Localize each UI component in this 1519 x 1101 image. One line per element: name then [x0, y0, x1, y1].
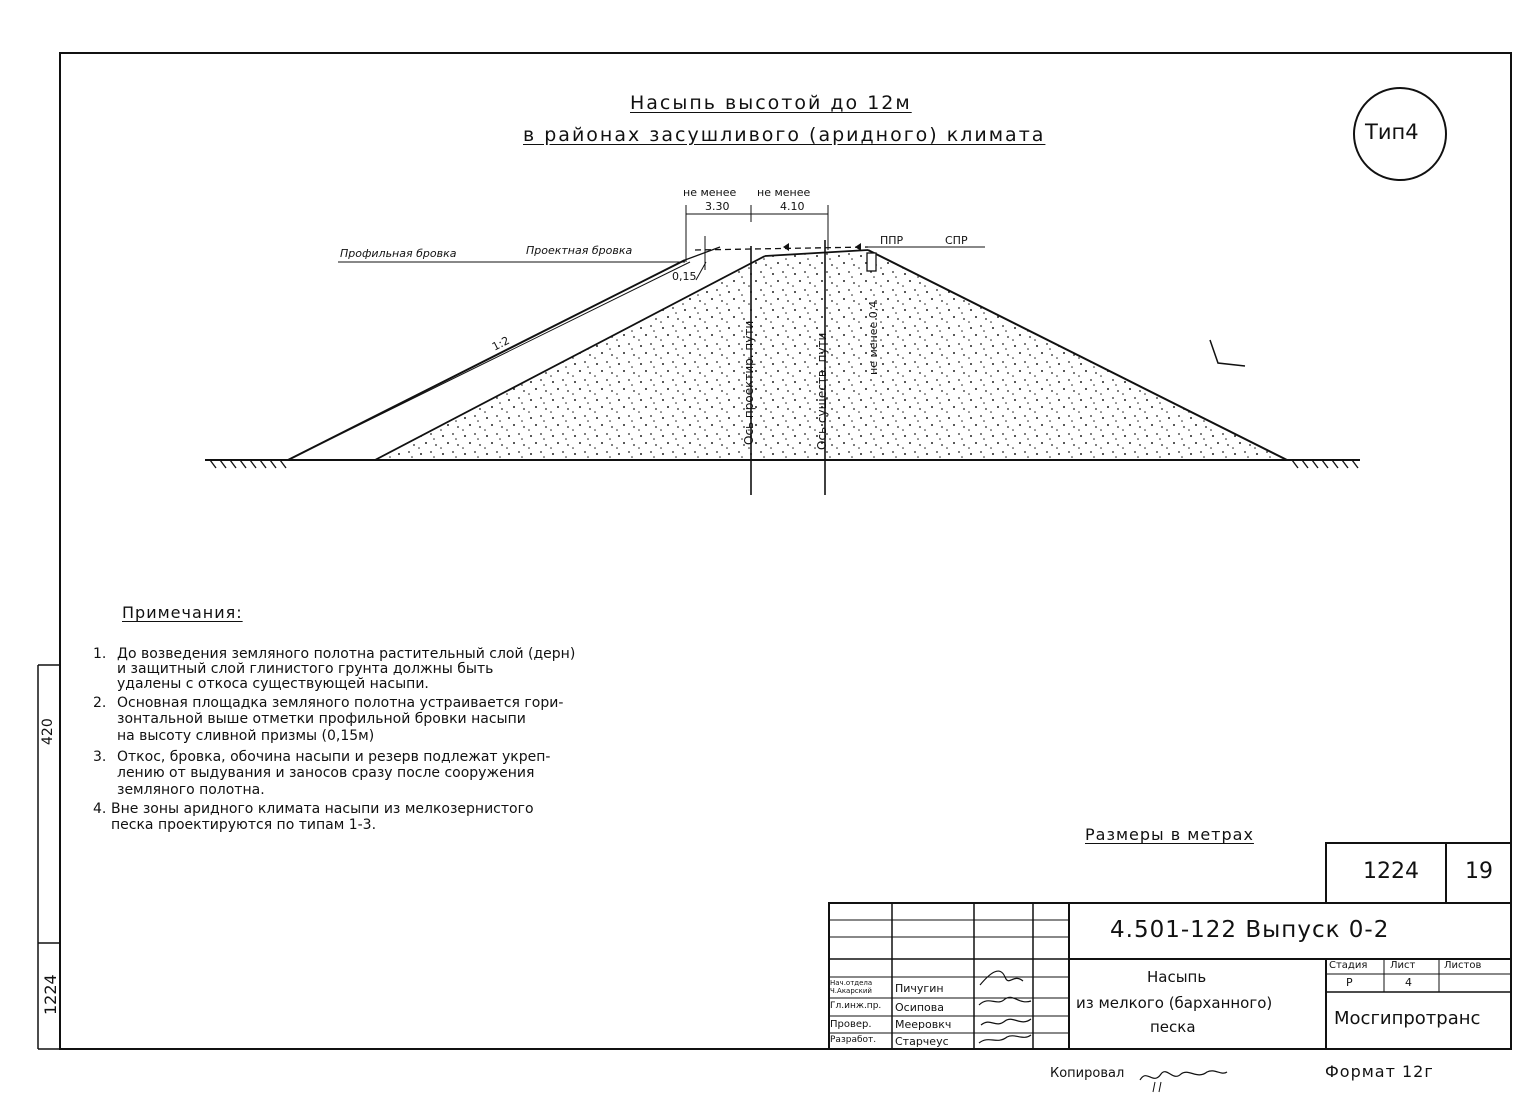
note-item: 4. Вне зоны аридного климата насыпи из м… [93, 801, 534, 833]
role-2: Гл.инж.пр. [830, 1001, 882, 1011]
copied-by-label: Копировал [1050, 1066, 1125, 1081]
type-badge: Тип4 [1365, 120, 1419, 144]
drawing-name-3: песка [1150, 1018, 1196, 1036]
copier-signature [1139, 1070, 1228, 1093]
title-line-1: Насыпь высотой до 12м [630, 92, 912, 114]
side-stamp-top: 420 [40, 718, 56, 745]
role-1: Нач.отдела Ч.Акарский [830, 979, 873, 995]
sheets-label: Листов [1444, 960, 1482, 971]
hand-mark [1209, 339, 1246, 367]
units-note: Размеры в метрах [1085, 825, 1254, 844]
title-block [828, 842, 1512, 1050]
sheet-value: 4 [1405, 976, 1412, 989]
sheet-label: Лист [1390, 960, 1416, 971]
dim-label-2: не менее [757, 186, 811, 199]
document-code: 4.501-122 Выпуск 0-2 [1110, 917, 1390, 943]
format-label: Формат 12г [1325, 1062, 1434, 1081]
sheet-number: 19 [1465, 859, 1493, 884]
name-1: Пичугин [895, 982, 944, 995]
role-4: Разработ. [830, 1035, 877, 1045]
min-04-label: не менее 0,4 [867, 300, 880, 375]
signatures [978, 970, 1032, 1044]
inventory-number: 1224 [1363, 859, 1419, 884]
dim-label-1: не менее [683, 186, 737, 199]
note-item: 3. Откос, бровка, обочина насыпи и резер… [93, 749, 551, 798]
notes-heading: Примечания: [122, 603, 243, 622]
name-2: Осипова [895, 1001, 945, 1014]
spr-label: СПР [945, 234, 968, 247]
dim-value-2: 4.10 [780, 200, 805, 213]
name-3: Мееровкч [895, 1018, 952, 1031]
title-line-2: в районах засушливого (аридного) климата [523, 124, 1046, 146]
axis-project-label: Ось проектир. пути [742, 320, 756, 445]
name-4: Старчеус [895, 1035, 949, 1048]
drawing-name-2: из мелкого (барханного) [1076, 994, 1273, 1012]
notes-list: 1. До возведения земляного полотна расти… [93, 647, 743, 840]
dim-value-1: 3.30 [705, 200, 730, 213]
stage-value: Р [1346, 976, 1353, 989]
organization: Мосгипротранс [1334, 1008, 1481, 1029]
side-stamp-bottom: 1224 [41, 974, 60, 1015]
axis-existing-label: Ось существ. пути [815, 332, 829, 450]
project-edge-label: Проектная бровка [526, 244, 633, 257]
role-3: Провер. [830, 1019, 872, 1030]
profile-edge-label: Профильная бровка [340, 247, 457, 260]
drawing-name-1: Насыпь [1147, 968, 1207, 986]
ppr-label: ППР [880, 234, 904, 247]
note-item: 2. Основная площадка земляного полотна у… [93, 695, 564, 744]
value-015: 0,15 [672, 270, 697, 283]
note-item: 1. До возведения земляного полотна расти… [93, 646, 576, 692]
embankment-cross-section [205, 205, 1360, 495]
stage-label: Стадия [1329, 960, 1368, 971]
